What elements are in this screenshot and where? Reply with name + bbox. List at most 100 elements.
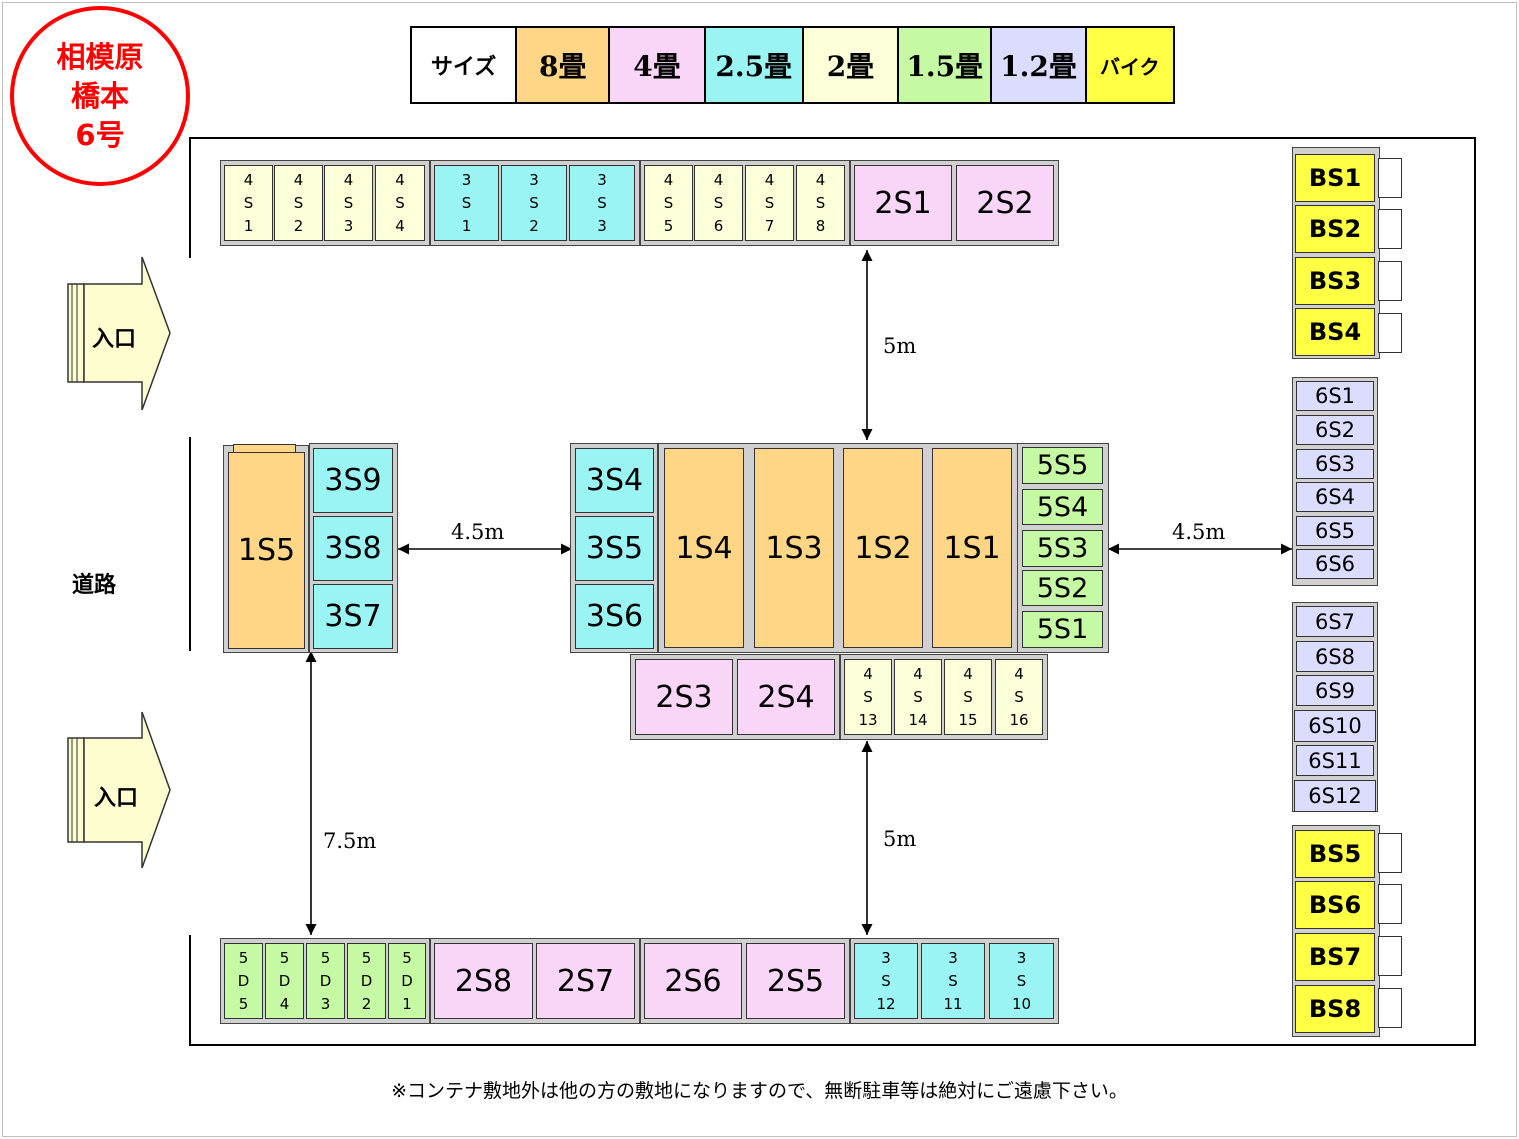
unit-4s7[interactable]: 4 S 7: [745, 165, 794, 241]
unit-bs3[interactable]: BS3: [1295, 257, 1375, 305]
legend-2-5jo: 2.5畳: [705, 28, 804, 102]
unit-2s4[interactable]: 2S4: [737, 659, 835, 735]
stamp-line-3: 6号: [75, 117, 125, 152]
unit-6s6[interactable]: 6S6: [1296, 549, 1374, 579]
unit-6s10[interactable]: 6S10: [1294, 710, 1376, 742]
legend-1-5jo: 1.5畳: [899, 28, 993, 102]
dimension-bottom-gap: 5m: [883, 827, 917, 851]
unit-4s3[interactable]: 4 S 3: [324, 165, 373, 241]
unit-bs1[interactable]: BS1: [1295, 154, 1375, 202]
unit-5s5[interactable]: 5S5: [1022, 447, 1103, 484]
entrance-arrow-top: [67, 256, 171, 411]
unit-5d3[interactable]: 5 D 3: [306, 943, 345, 1019]
unit-bs7[interactable]: BS7: [1295, 933, 1375, 981]
unit-group-6s-7-12: [1292, 602, 1378, 812]
dimension-left-vertical: 7.5m: [323, 829, 377, 853]
unit-6s12[interactable]: 6S12: [1294, 780, 1376, 812]
dimension-right-gap: 4.5m: [1172, 520, 1226, 544]
unit-1s2[interactable]: 1S2: [843, 448, 923, 648]
legend-2jo: 2畳: [803, 28, 900, 102]
bike-tab-bs3: [1378, 261, 1402, 301]
stamp-line-1: 相模原: [56, 39, 144, 74]
unit-bs2[interactable]: BS2: [1295, 205, 1375, 253]
bike-tab-bs4: [1378, 313, 1402, 353]
unit-2s7[interactable]: 2S7: [536, 943, 635, 1019]
unit-6s5[interactable]: 6S5: [1296, 516, 1374, 546]
bike-tab-bs5: [1378, 833, 1402, 873]
unit-3s3[interactable]: 3 S 3: [569, 165, 635, 241]
unit-4s6[interactable]: 4 S 6: [694, 165, 743, 241]
legend-4jo: 4畳: [610, 28, 706, 102]
unit-3s9[interactable]: 3S9: [313, 448, 393, 513]
bike-tab-bs8: [1378, 988, 1402, 1028]
unit-6s4[interactable]: 6S4: [1296, 482, 1374, 512]
unit-bs4[interactable]: BS4: [1295, 308, 1375, 356]
unit-4s4[interactable]: 4 S 4: [375, 165, 425, 241]
unit-5s2[interactable]: 5S2: [1022, 570, 1103, 606]
unit-6s3[interactable]: 6S3: [1296, 449, 1374, 479]
unit-3s5[interactable]: 3S5: [575, 516, 654, 581]
legend-8jo: 8畳: [517, 28, 611, 102]
unit-3s4[interactable]: 3S4: [575, 448, 654, 513]
unit-6s11[interactable]: 6S11: [1296, 745, 1374, 776]
legend-size-header: サイズ: [412, 28, 518, 102]
unit-6s2[interactable]: 6S2: [1296, 415, 1374, 445]
unit-4s15[interactable]: 4 S 15: [944, 659, 992, 735]
unit-4s2[interactable]: 4 S 2: [274, 165, 323, 241]
unit-6s8[interactable]: 6S8: [1296, 641, 1374, 672]
unit-5d4[interactable]: 5 D 4: [265, 943, 304, 1019]
entrance-label-top: 入口: [92, 327, 137, 352]
unit-5d2[interactable]: 5 D 2: [347, 943, 386, 1019]
size-legend: サイズ 8畳 4畳 2.5畳 2畳 1.5畳 1.2畳 バイク: [410, 26, 1175, 104]
stamp-line-2: 橋本: [70, 78, 129, 113]
unit-2s3[interactable]: 2S3: [635, 659, 733, 735]
unit-2s2[interactable]: 2S2: [956, 165, 1054, 241]
unit-3s8[interactable]: 3S8: [313, 516, 393, 581]
unit-4s1[interactable]: 4 S 1: [224, 165, 273, 241]
unit-1s4[interactable]: 1S4: [664, 448, 744, 648]
legend-1-2jo: 1.2畳: [992, 28, 1087, 102]
unit-5s4[interactable]: 5S4: [1022, 489, 1103, 525]
unit-1s5[interactable]: 1S5: [228, 452, 305, 649]
unit-4s5[interactable]: 4 S 5: [644, 165, 693, 241]
unit-3s6[interactable]: 3S6: [575, 584, 654, 649]
unit-4s16[interactable]: 4 S 16: [995, 659, 1043, 735]
unit-4s14[interactable]: 4 S 14: [894, 659, 942, 735]
entrance-arrow-bottom: [67, 711, 171, 869]
unit-5d1[interactable]: 5 D 1: [388, 943, 426, 1019]
road-label: 道路: [72, 573, 117, 598]
unit-4s13[interactable]: 4 S 13: [844, 659, 892, 735]
unit-6s7[interactable]: 6S7: [1296, 606, 1374, 637]
bike-tab-bs1: [1378, 158, 1402, 198]
unit-bs6[interactable]: BS6: [1295, 881, 1375, 929]
unit-3s12[interactable]: 3 S 12: [854, 943, 918, 1019]
unit-5d5[interactable]: 5 D 5: [224, 943, 263, 1019]
bike-tab-bs6: [1378, 884, 1402, 924]
legend-bike: バイク: [1086, 28, 1173, 102]
site-name-stamp: 相模原 橋本 6号: [10, 6, 190, 186]
unit-6s1[interactable]: 6S1: [1296, 381, 1374, 411]
unit-3s1[interactable]: 3 S 1: [434, 165, 499, 241]
bike-tab-bs2: [1378, 209, 1402, 249]
unit-5s3[interactable]: 5S3: [1022, 530, 1103, 567]
dimension-top-gap: 5m: [883, 334, 917, 358]
unit-1s1[interactable]: 1S1: [932, 448, 1012, 648]
unit-5s1[interactable]: 5S1: [1022, 611, 1103, 648]
unit-2s1[interactable]: 2S1: [854, 165, 952, 241]
unit-bs8[interactable]: BS8: [1295, 985, 1375, 1033]
unit-3s10[interactable]: 3 S 10: [989, 943, 1054, 1019]
unit-2s8[interactable]: 2S8: [434, 943, 533, 1019]
unit-6s9[interactable]: 6S9: [1296, 675, 1374, 706]
entrance-label-bottom: 入口: [94, 786, 139, 811]
unit-2s5[interactable]: 2S5: [746, 943, 845, 1019]
bike-tab-bs7: [1378, 936, 1402, 976]
unit-4s8[interactable]: 4 S 8: [796, 165, 845, 241]
unit-3s2[interactable]: 3 S 2: [501, 165, 567, 241]
unit-1s3[interactable]: 1S3: [754, 448, 834, 648]
unit-3s7[interactable]: 3S7: [313, 584, 393, 649]
unit-2s6[interactable]: 2S6: [644, 943, 742, 1019]
unit-bs5[interactable]: BS5: [1295, 830, 1375, 878]
unit-3s11[interactable]: 3 S 11: [921, 943, 985, 1019]
